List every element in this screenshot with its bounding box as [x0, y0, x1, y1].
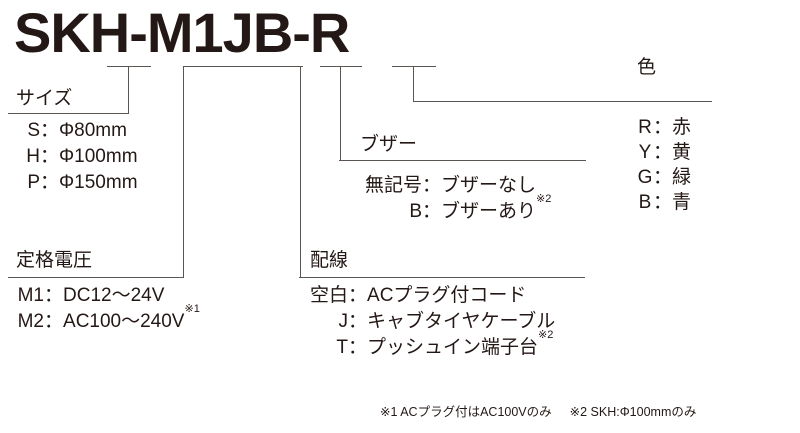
option-value: 赤 [672, 117, 692, 138]
option-key: 空白 [309, 285, 348, 306]
footnote-2: ※2 SKH:Φ100mmのみ [569, 405, 697, 419]
leader-drop-wiring [300, 66, 301, 278]
option-separator: ： [653, 142, 673, 163]
option-separator: ： [40, 146, 60, 167]
option-row: M1：DC12～24V [14, 283, 200, 309]
option-key: T [336, 337, 348, 358]
option-row: T：プッシュイン端子台※2 [308, 329, 555, 361]
section-options-voltage: M1：DC12～24V M2：AC100～240V※1 [14, 283, 200, 335]
option-value: 黄 [672, 142, 692, 163]
option-row: B：青 [637, 190, 691, 215]
option-key: P [27, 172, 40, 193]
option-row: H：Φ100mm [18, 144, 138, 170]
footnotes: ※1 ACプラグ付はAC100Vのみ ※2 SKH:Φ100mmのみ [380, 404, 696, 420]
section-options-wiring: 空白：ACプラグ付コード J：キャブタイヤケーブル T：プッシュイン端子台※2 [308, 283, 555, 361]
option-row: J：キャブタイヤケーブル [308, 309, 556, 335]
option-row: Y：黄 [637, 140, 691, 165]
leader-bar-buzzer [320, 66, 362, 67]
footnote-marker: ※1 [184, 303, 200, 315]
option-row: S：Φ80mm [18, 118, 138, 144]
option-row: 無記号：ブザーなし [362, 173, 551, 199]
option-row: G：緑 [637, 165, 691, 190]
leader-drop-size [128, 66, 129, 114]
option-key: G [637, 167, 653, 188]
section-heading-buzzer: ブザー [360, 134, 418, 155]
option-separator: ： [653, 167, 673, 188]
option-value: Φ150mm [59, 172, 138, 193]
footnote-1: ※1 ACプラグ付はAC100Vのみ [380, 405, 552, 419]
option-key: M2 [17, 311, 44, 332]
option-key: H [26, 146, 40, 167]
option-separator: ： [40, 172, 60, 193]
leader-bar-size [107, 66, 151, 67]
option-separator: ： [44, 285, 64, 306]
option-value: ブザーなし [441, 175, 537, 196]
option-value: Φ80mm [59, 120, 127, 141]
model-number: SKH-M1JB-R [14, 1, 350, 64]
option-key: S [27, 120, 40, 141]
option-value: 青 [672, 192, 692, 213]
section-options-size: S：Φ80mm H：Φ100mm P：Φ150mm [18, 118, 138, 196]
section-heading-wiring: 配線 [310, 250, 349, 271]
option-value: キャブタイヤケーブル [367, 311, 556, 332]
heading-rule-size [8, 113, 129, 114]
section-heading-size: サイズ [16, 88, 73, 109]
option-value: Φ100mm [59, 146, 138, 167]
option-key: M1 [17, 285, 44, 306]
option-value: ACプラグ付コード [367, 285, 527, 306]
option-separator: ： [348, 285, 368, 306]
section-heading-color: 色 [637, 57, 657, 78]
option-separator: ： [348, 337, 368, 358]
leader-drop-buzzer [340, 66, 341, 161]
option-separator: ： [422, 201, 442, 222]
option-row: M2：AC100～240V※1 [14, 303, 200, 335]
option-row: R：赤 [637, 115, 691, 140]
section-options-buzzer: 無記号：ブザーなし B：ブザーあり※2 [362, 173, 551, 225]
option-key: 無記号 [364, 175, 422, 196]
option-row: 空白：ACプラグ付コード [308, 283, 555, 309]
option-row: P：Φ150mm [18, 170, 138, 196]
option-value: プッシュイン端子台 [367, 337, 539, 358]
option-row: B：ブザーあり※2 [362, 193, 552, 225]
option-key: R [638, 117, 652, 138]
option-separator: ： [348, 311, 368, 332]
option-value: DC12～24V [63, 285, 165, 306]
option-key: B [409, 201, 422, 222]
option-separator: ： [40, 120, 60, 141]
heading-rule-wiring [299, 277, 585, 278]
heading-rule-voltage [8, 277, 184, 278]
heading-rule-color [413, 101, 712, 102]
option-value: AC100～240V [63, 311, 185, 332]
leader-bar-wiring [253, 66, 303, 67]
leader-drop-color-inner [413, 66, 414, 102]
option-key: J [338, 311, 349, 332]
footnote-marker: ※2 [538, 329, 554, 341]
option-value: ブザーあり [441, 201, 537, 222]
option-key: Y [638, 142, 652, 163]
section-options-color: R：赤 Y：黄 G：緑 B：青 [637, 115, 691, 215]
leader-bar-color [392, 66, 436, 67]
option-separator: ： [653, 117, 673, 138]
option-key: B [638, 192, 652, 213]
option-separator: ： [653, 192, 673, 213]
option-separator: ： [422, 175, 442, 196]
option-value: 緑 [672, 167, 692, 188]
section-heading-voltage: 定格電圧 [16, 250, 93, 271]
footnote-marker: ※2 [536, 193, 552, 205]
option-separator: ： [44, 311, 64, 332]
leader-drop-voltage [183, 66, 184, 278]
heading-rule-buzzer [339, 160, 586, 161]
leader-bar-voltage [183, 66, 253, 67]
